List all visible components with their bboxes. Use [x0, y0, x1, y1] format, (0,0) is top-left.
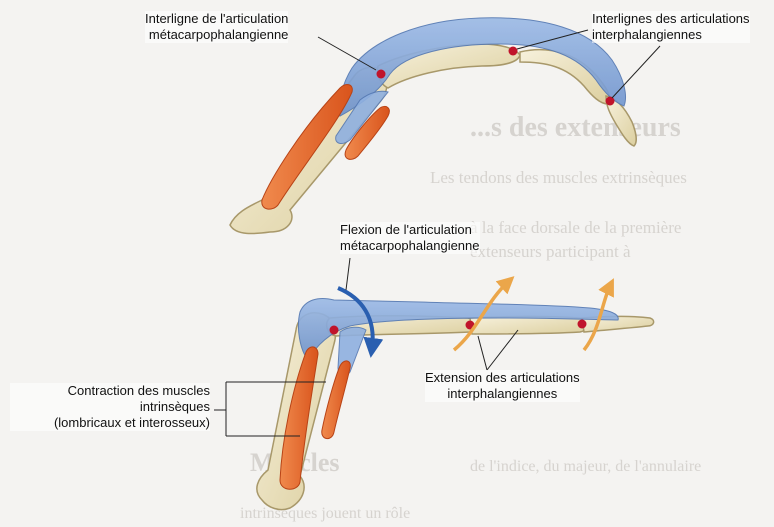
label-line: interphalangiennes	[592, 27, 750, 43]
mcp-joint-dot-bottom	[330, 326, 339, 335]
label-line: intrinsèques	[10, 399, 210, 415]
pip-joint-dot-top	[509, 47, 518, 56]
label-line: interphalangiennes	[425, 386, 580, 402]
dip-joint-dot-top	[606, 97, 615, 106]
label-mcp-joint-line: Interligne de l'articulation métacarpoph…	[145, 11, 288, 43]
mcp-joint-dot-top	[377, 70, 386, 79]
label-line: métacarpophalangienne	[340, 238, 480, 254]
label-line: métacarpophalangienne	[145, 27, 288, 43]
dip-joint-dot-bottom	[578, 320, 587, 329]
leader-line	[487, 330, 518, 370]
label-line: Extension des articulations	[425, 370, 580, 386]
label-mcp-flexion: Flexion de l'articulation métacarpophala…	[340, 222, 480, 254]
leader-line	[346, 258, 350, 290]
label-muscle-contraction: Contraction des muscles intrinsèques (lo…	[10, 383, 210, 431]
label-line: Contraction des muscles	[10, 383, 210, 399]
label-ip-joint-lines: Interlignes des articulations interphala…	[592, 11, 750, 43]
label-line: Interligne de l'articulation	[145, 11, 288, 27]
label-line: Interlignes des articulations	[592, 11, 750, 27]
label-line: (lombricaux et interosseux)	[10, 415, 210, 431]
label-ip-extension: Extension des articulations interphalang…	[425, 370, 580, 402]
label-line: Flexion de l'articulation	[340, 222, 480, 238]
leader-line	[478, 336, 487, 370]
finger-top	[230, 18, 660, 234]
